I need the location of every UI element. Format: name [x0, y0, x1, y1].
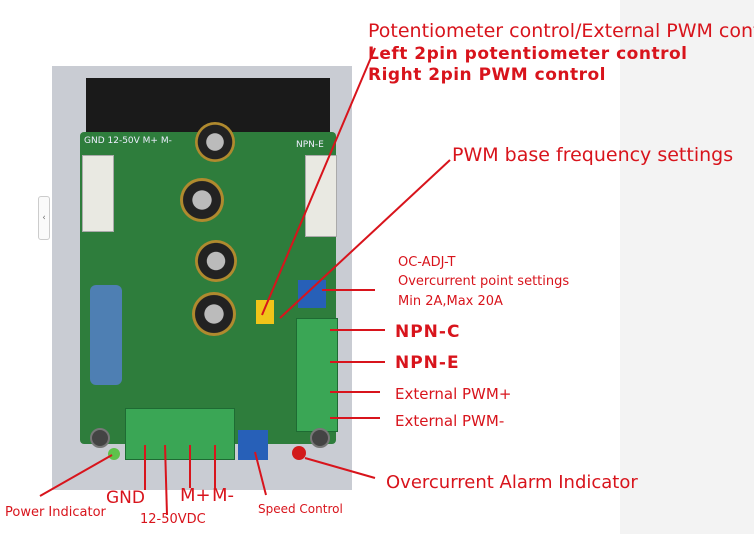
power-terminal-block: [125, 408, 235, 460]
label-oc-point: Overcurrent point settings: [398, 274, 570, 289]
label-oc-alarm: Overcurrent Alarm Indicator: [386, 472, 638, 493]
label-ext-pwm-plus: External PWM+: [395, 385, 512, 403]
label-gnd: GND: [106, 488, 145, 508]
label-npn-c: NPN-C: [395, 322, 461, 342]
label-pot-right: Right 2pin PWM control: [368, 65, 607, 85]
label-pot-pwm-title: Potentiometer control/External PWM contr…: [368, 20, 754, 42]
label-oc-adj: OC-ADJ-T: [398, 255, 456, 270]
overcurrent-potentiometer: [298, 280, 326, 308]
capacitor: [195, 122, 235, 162]
connector-left: [82, 155, 114, 232]
overcurrent-led: [292, 446, 306, 460]
power-led: [108, 448, 120, 460]
capacitor: [192, 292, 236, 336]
right-margin: [620, 0, 754, 534]
label-vdc: 12-50VDC: [140, 512, 206, 527]
silkscreen-left: GND 12-50V M+ M-: [84, 136, 172, 146]
signal-terminal-block: [296, 318, 338, 432]
label-speed-control: Speed Control: [258, 502, 343, 516]
label-pwm-freq: PWM base frequency settings: [452, 144, 734, 166]
fuse: [90, 285, 122, 385]
mount-screw: [310, 428, 330, 448]
mount-screw: [90, 428, 110, 448]
pwm-jumper: [256, 300, 274, 324]
connector-right: [305, 155, 337, 237]
label-m-minus: M-: [212, 485, 235, 506]
label-oc-range: Min 2A,Max 20A: [398, 294, 503, 309]
silkscreen-right: NPN-E: [296, 140, 324, 150]
speed-potentiometer: [238, 430, 268, 460]
label-npn-e: NPN-E: [395, 353, 460, 373]
label-power-indicator: Power Indicator: [5, 505, 106, 520]
capacitor: [180, 178, 224, 222]
label-m-plus: M+: [180, 485, 211, 506]
label-ext-pwm-minus: External PWM-: [395, 412, 505, 430]
label-pot-left: Left 2pin potentiometer control: [368, 44, 688, 64]
capacitor: [195, 240, 237, 282]
prev-image-button[interactable]: ‹: [38, 196, 50, 240]
